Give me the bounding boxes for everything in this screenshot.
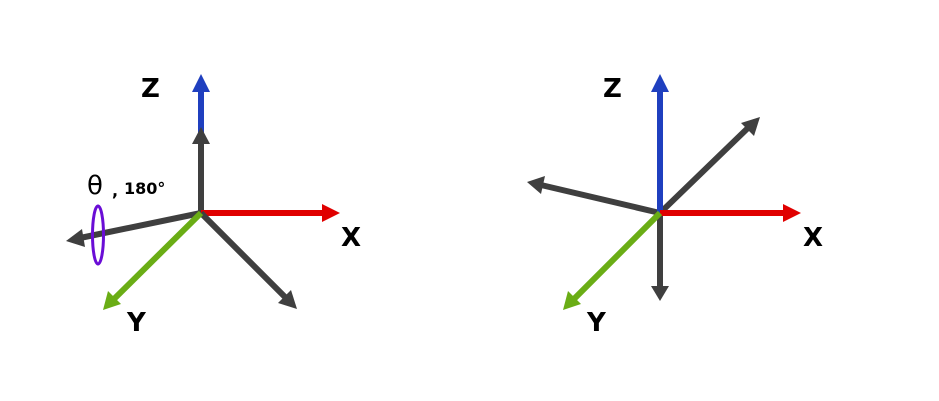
- left-y-axis: [103, 210, 204, 310]
- left-z-label: Z: [141, 74, 160, 104]
- left-rotated-x-arrow: [198, 210, 297, 309]
- right-frame: Z X Y: [527, 74, 823, 338]
- rotation-marker-ellipse: [91, 204, 105, 266]
- right-rotated-z-arrow: [651, 213, 669, 301]
- right-x-axis: [660, 204, 801, 222]
- left-frame: Z X Y θ , 180°: [66, 74, 361, 338]
- right-rotated-x-arrow: [657, 117, 760, 216]
- rotation-angle: 180°: [124, 179, 165, 198]
- angle-separator: ,: [112, 181, 118, 200]
- right-z-axis: [651, 74, 669, 213]
- right-y-axis: [563, 210, 663, 310]
- left-x-label: X: [341, 223, 361, 253]
- left-rotated-z-arrow: [192, 127, 210, 213]
- right-rotation-axis-arrow: [527, 176, 661, 216]
- left-x-axis: [201, 204, 340, 222]
- right-y-label: Y: [586, 308, 607, 338]
- theta-symbol: θ: [87, 171, 103, 201]
- right-z-label: Z: [603, 74, 622, 104]
- left-rotation-axis-arrow: [66, 210, 202, 247]
- right-x-label: X: [803, 223, 823, 253]
- left-y-label: Y: [126, 308, 147, 338]
